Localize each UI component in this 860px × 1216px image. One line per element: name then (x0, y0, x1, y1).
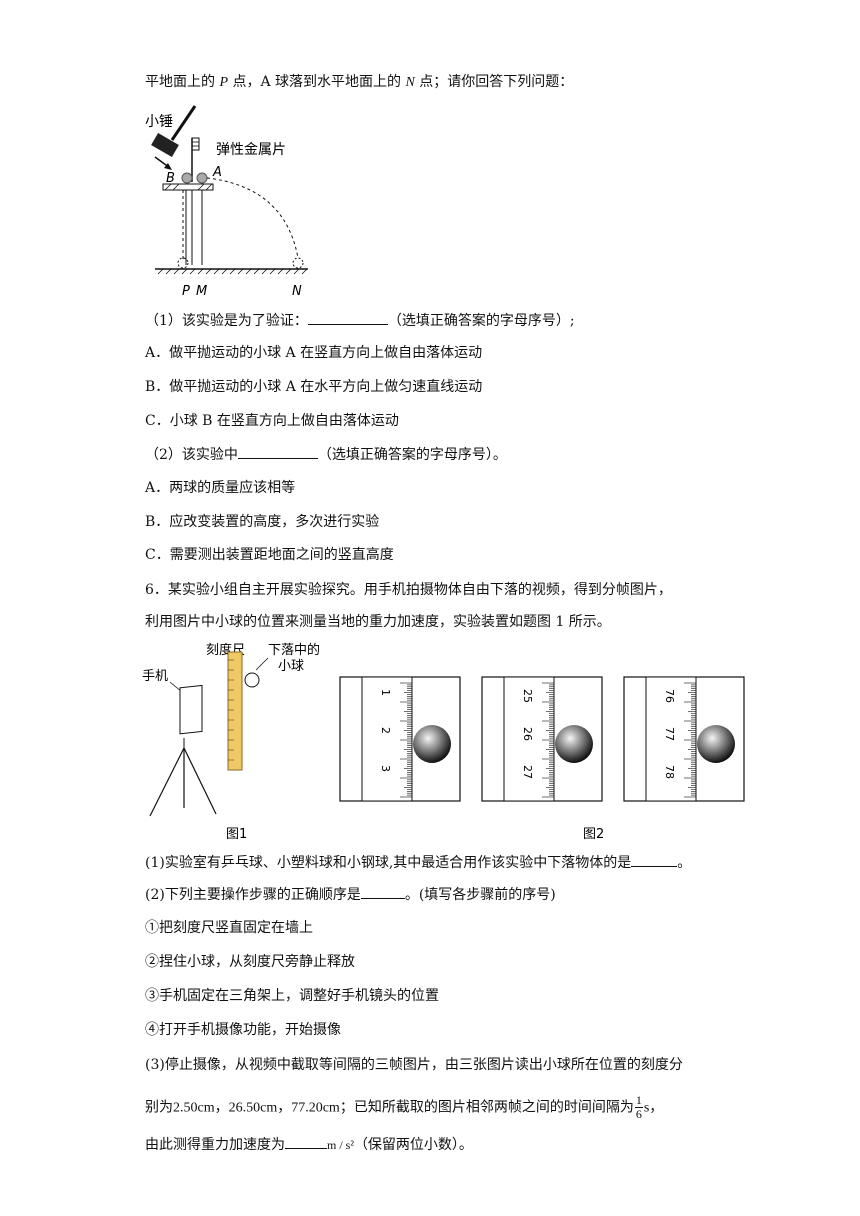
ball-b-landing (177, 257, 189, 269)
figure-2-caption: 图2 (583, 827, 604, 842)
q5-part2-option-c: C．需要测出装置距地面之间的竖直高度 (145, 547, 394, 563)
q5-part2: （2）该实验中（选填正确答案的字母序号）。 (145, 444, 507, 465)
q5-part1-option-b: B．做平抛运动的小球 A 在水平方向上做匀速直线运动 (145, 379, 483, 395)
ruler-label: 78 (663, 765, 676, 779)
intro-text-1: 平地面上的 (145, 74, 220, 90)
step-1: ①把刻度尺竖直固定在墙上 (145, 920, 313, 936)
falling-ball (244, 672, 260, 688)
q6-intro-line1: 6．某实验小组自主开展实验探究。用手机拍摄物体自由下落的视频，得到分帧图片， (145, 582, 672, 598)
q6-part3-line1: (3)停止摄像，从视频中截取等间隔的三帧图片，由三张图片读出小球所在位置的刻度分 (145, 1057, 683, 1073)
ruler-label: 3 (379, 765, 392, 772)
hammer-head (151, 132, 179, 158)
label-n: N (292, 284, 302, 299)
phone (179, 684, 203, 735)
ball-image (697, 725, 735, 763)
ruler (227, 651, 243, 771)
q5-part2-option-a: A．两球的质量应该相等 (145, 480, 296, 496)
q6-part3-line2: 别为2.50cm，26.50cm，77.20cm；已知所截取的图片相邻两帧之间的… (145, 1093, 664, 1121)
ruler-strip (361, 676, 413, 802)
q5-part1: （1）该实验是为了验证：（选填正确答案的字母序号）; (145, 310, 575, 331)
projectile-apparatus-figure: 小锤 弹性金属片 B A P M N (145, 105, 308, 299)
q6-part3-blank[interactable] (285, 1134, 327, 1149)
ball-a-label: A (212, 165, 222, 180)
plate-label: 弹性金属片 (216, 142, 286, 158)
ruler-strip (503, 676, 555, 802)
step-4: ④打开手机摄像功能，开始摄像 (145, 1022, 341, 1038)
ruler-label: 1 (379, 689, 392, 696)
q6-part2-blank[interactable] (360, 884, 405, 899)
ball-a (196, 172, 208, 184)
intro-text-3: 点；请你回答下列问题： (414, 74, 574, 90)
step-2: ②捏住小球，从刻度尺旁静止释放 (145, 954, 355, 970)
ruler-strip (645, 676, 697, 802)
intro-text-2: 点，A 球落到水平地面上的 (228, 74, 406, 90)
platform (162, 183, 214, 191)
video-frame-3: 76 77 78 (623, 676, 745, 802)
ball-b (181, 172, 193, 184)
value-3: 77.20cm (291, 1100, 340, 1116)
q5-part1-option-c: C．小球 B 在竖直方向上做自由落体运动 (145, 413, 399, 429)
step-3: ③手机固定在三角架上，调整好手机镜头的位置 (145, 988, 439, 1004)
ball-image (555, 725, 593, 763)
ruler-label: 26 (521, 727, 534, 741)
figure-1: 刻度尺 下落中的 小球 手机 图1 (142, 642, 320, 842)
q6-part1: (1)实验室有乒乓球、小塑料球和小钢球,其中最适合用作该实验中下落物体的是。 (145, 852, 691, 873)
ruler-label: 76 (663, 689, 676, 703)
ruler-label: 27 (521, 765, 534, 779)
phone-label: 手机 (142, 669, 168, 684)
label-m: M (196, 284, 207, 299)
label-p: P (182, 284, 190, 299)
q5-part1-option-a: A．做平抛运动的小球 A 在竖直方向上做自由落体运动 (145, 345, 483, 361)
ruler-label: 25 (521, 689, 534, 703)
q5-part2-blank[interactable] (237, 444, 318, 459)
video-frame-2: 25 26 27 (481, 676, 603, 802)
ruler-label: 77 (663, 727, 676, 741)
ruler-label: 2 (379, 727, 392, 734)
hammer-handle (170, 105, 197, 141)
value-2: 26.50cm (228, 1100, 278, 1116)
ball-label-1: 下落中的 (268, 642, 320, 658)
q5-part2-option-b: B．应改变装置的高度，多次进行实验 (145, 514, 380, 530)
figure-2: 图2 1 2 3 25 26 27 76 77 78 (339, 676, 745, 842)
figure-1-caption: 图1 (226, 827, 247, 842)
q6-part2: (2)下列主要操作步骤的正确顺序是。(填写各步骤前的序号) (145, 884, 556, 905)
ball-a-landing (292, 257, 304, 269)
intro-line: 平地面上的 P 点，A 球落到水平地面上的 N 点；请你回答下列问题： (145, 72, 573, 93)
q6-part1-blank[interactable] (631, 852, 678, 867)
point-p-label: P (219, 75, 229, 90)
hammer-label: 小锤 (145, 114, 173, 130)
q6-intro-line2: 利用图片中小球的位置来测量当地的重力加速度，实验装置如题图 1 所示。 (145, 614, 611, 630)
video-frame-1: 1 2 3 (339, 676, 461, 802)
ball-label-2: 小球 (278, 659, 304, 674)
value-1: 2.50cm (173, 1100, 215, 1116)
unit-label: m / s² (327, 1138, 354, 1152)
ball-image (413, 725, 451, 763)
trajectory-curve (206, 177, 299, 259)
ball-b-label: B (166, 171, 175, 186)
q5-part1-blank[interactable] (307, 310, 388, 325)
point-n-label: N (405, 75, 415, 90)
arrow-icon (164, 163, 172, 170)
